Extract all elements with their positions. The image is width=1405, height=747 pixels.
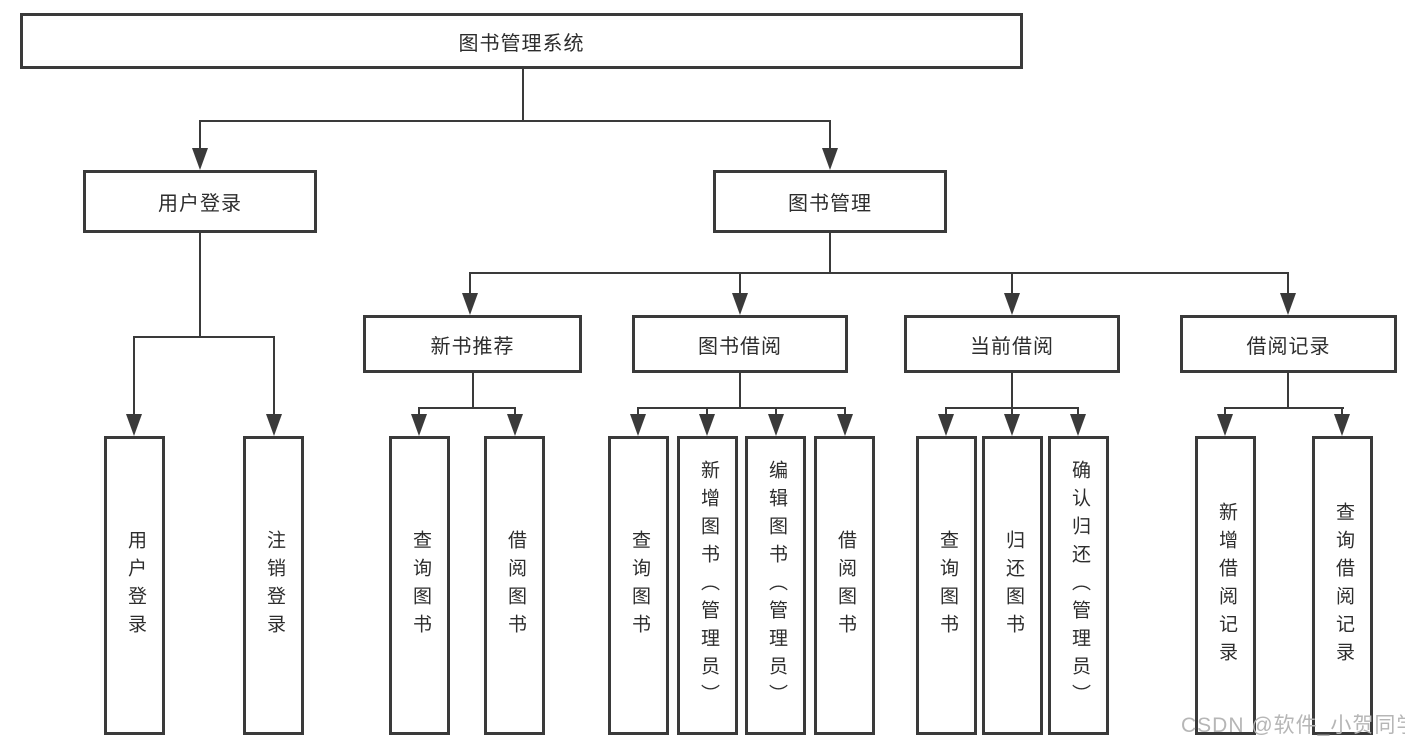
node-borrowing-records: 借阅记录 (1180, 315, 1397, 373)
leaf-query-books: 查询图书 (608, 436, 669, 735)
arrowhead-down (1004, 414, 1020, 436)
connector-vline (1077, 407, 1079, 416)
node-label: 注销登录 (263, 529, 285, 642)
node-label: 用户登录 (124, 529, 146, 642)
arrowhead-down (822, 148, 838, 170)
arrowhead-down (1334, 414, 1350, 436)
connector-vline (199, 233, 201, 336)
node-label: 新增图书（管理员） (697, 459, 719, 712)
node-user-login: 用户登录 (83, 170, 317, 233)
connector-vline (418, 407, 420, 416)
connector-vline (273, 336, 275, 416)
node-label: 图书管理系统 (458, 32, 585, 55)
arrowhead-down (768, 414, 784, 436)
leaf-confirm-return-admin: 确认归还（管理员） (1048, 436, 1109, 735)
leaf-return-books: 归还图书 (982, 436, 1043, 735)
connector-vline (739, 373, 741, 407)
node-book-management: 图书管理 (713, 170, 947, 233)
node-label: 编辑图书（管理员） (765, 459, 787, 712)
connector-vline (1011, 272, 1013, 295)
connector-vline (829, 233, 831, 272)
node-label: 归还图书 (1002, 529, 1024, 642)
leaf-query-books: 查询图书 (389, 436, 450, 735)
arrowhead-down (837, 414, 853, 436)
node-label: 新增借阅记录 (1215, 501, 1237, 670)
leaf-add-borrow-record: 新增借阅记录 (1195, 436, 1256, 735)
connector-vline (775, 407, 777, 416)
node-book-borrowing: 图书借阅 (632, 315, 848, 373)
node-current-borrowing: 当前借阅 (904, 315, 1120, 373)
node-label: 确认归还（管理员） (1068, 459, 1090, 712)
connector-vline (1224, 407, 1226, 416)
arrowhead-down (630, 414, 646, 436)
arrowhead-down (938, 414, 954, 436)
arrowhead-down (462, 293, 478, 315)
connector-vline (1011, 407, 1013, 416)
leaf-user-login: 用户登录 (104, 436, 165, 735)
leaf-query-books: 查询图书 (916, 436, 977, 735)
node-label: 借阅记录 (1246, 335, 1331, 358)
leaf-query-borrow-record: 查询借阅记录 (1312, 436, 1373, 735)
arrowhead-down (1070, 414, 1086, 436)
connector-hline (1224, 407, 1344, 409)
node-label: 用户登录 (158, 193, 242, 215)
arrowhead-down (192, 148, 208, 170)
connector-vline (133, 336, 135, 416)
node-new-book-recommendation: 新书推荐 (363, 315, 582, 373)
arrowhead-down (1004, 293, 1020, 315)
leaf-edit-books-admin: 编辑图书（管理员） (745, 436, 806, 735)
connector-vline (522, 69, 524, 120)
node-label: 借阅图书 (834, 529, 856, 642)
arrowhead-down (699, 414, 715, 436)
connector-vline (739, 272, 741, 295)
connector-vline (1011, 373, 1013, 407)
node-label: 查询借阅记录 (1332, 501, 1354, 670)
leaf-borrow-books: 借阅图书 (814, 436, 875, 735)
connector-vline (706, 407, 708, 416)
node-label: 新书推荐 (430, 335, 515, 358)
connector-vline (1287, 272, 1289, 295)
node-label: 图书借阅 (698, 335, 782, 358)
node-label: 查询图书 (936, 529, 958, 642)
leaf-logout: 注销登录 (243, 436, 304, 735)
node-label: 图书管理 (788, 193, 872, 215)
arrowhead-down (411, 414, 427, 436)
connector-vline (469, 272, 471, 295)
connector-hline (418, 407, 516, 409)
connector-vline (945, 407, 947, 416)
node-library-management-system: 图书管理系统 (20, 13, 1023, 69)
connector-hline (199, 120, 831, 122)
arrowhead-down (126, 414, 142, 436)
connector-vline (844, 407, 846, 416)
watermark: CSDN @软件_小贺同学 (1181, 714, 1405, 737)
arrowhead-down (732, 293, 748, 315)
node-label: 查询图书 (409, 529, 431, 642)
connector-vline (514, 407, 516, 416)
arrowhead-down (507, 414, 523, 436)
leaf-borrow-books: 借阅图书 (484, 436, 545, 735)
connector-hline (469, 272, 1289, 274)
leaf-add-books-admin: 新增图书（管理员） (677, 436, 738, 735)
connector-vline (637, 407, 639, 416)
arrowhead-down (1280, 293, 1296, 315)
connector-vline (829, 120, 831, 150)
connector-vline (472, 373, 474, 407)
connector-vline (199, 120, 201, 150)
arrowhead-down (266, 414, 282, 436)
node-label: 借阅图书 (504, 529, 526, 642)
connector-vline (1287, 373, 1289, 407)
node-label: 查询图书 (628, 529, 650, 642)
connector-vline (1341, 407, 1343, 416)
node-label: 当前借阅 (970, 335, 1054, 358)
connector-hline (133, 336, 275, 338)
arrowhead-down (1217, 414, 1233, 436)
connector-hline (637, 407, 846, 409)
